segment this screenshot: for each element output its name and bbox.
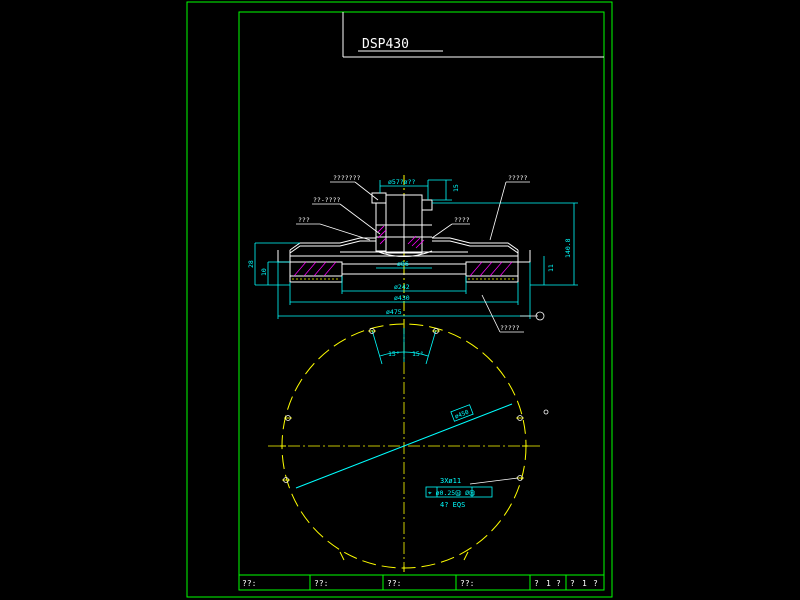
drawing-title: DSP430 [362,37,409,52]
tolerance-frame [425,486,493,498]
label-right-height: 140.8 [564,238,572,258]
label-top-vertical-dim: 15 [452,184,460,192]
title-cell-6: 1 [546,579,551,588]
label-top-left-2: ??-???? [313,196,340,204]
label-diameter-430: ø430 [394,294,410,302]
title-cell-2: ??: [314,579,328,588]
label-top-left-3: ??? [298,216,310,224]
label-diameter-242: ø242 [394,283,410,291]
hole-marker [368,328,376,334]
hole-marker [282,477,290,483]
equal-spacing-label: 4? EQS [440,501,465,509]
hole-marker [516,415,524,421]
hole-marker [543,409,549,415]
section-view: ??????? ??-???? ??? ø57?ø?? 15 ????? ???… [247,174,578,333]
pcd-label: ø450 [454,409,470,421]
hub-hatching [377,225,425,249]
hole-marker [432,328,440,334]
bolt-holes [282,328,549,483]
tick-marks [280,445,528,572]
label-right-height-small: 11 [547,264,555,272]
diaphragm-arc [375,250,433,257]
angle-markings [371,328,437,365]
leader-lines [296,181,545,333]
hole-callout-leader [469,477,519,485]
label-diameter-475: ø475 [386,308,402,316]
label-left-height-outer: 28 [247,260,255,268]
label-top-left-1: ??????? [333,174,360,182]
inner-frame [238,11,605,591]
title-block: DSP430 [342,12,604,58]
hub [371,192,433,254]
label-center-small: ???? [454,216,470,224]
tolerance-frame-text: ⌖ ø0.25Ⓜ ØⓂ [428,489,475,497]
label-bottom-right: ????? [500,324,520,332]
title-cell-7: ? [556,579,561,588]
diameter-line [295,403,513,489]
plate-hatching [293,261,513,277]
angle-right-label: 15° [412,350,424,358]
title-cell-10: ? [593,579,598,588]
label-left-height-inner: 10 [260,268,268,276]
dimension-lines [254,179,578,319]
label-inner-diameter: ø86 [397,260,409,268]
outer-frame [186,1,613,598]
hole-marker [284,415,292,421]
title-cell-8: ? [570,579,575,588]
hole-spec-label: 3Xø11 [440,477,461,485]
label-top-center-dim: ø57?ø?? [388,178,415,186]
bolt-circle-view: ø450 15° 15° [268,322,549,572]
title-cell-9: 1 [582,579,587,588]
section-labels: ??????? ??-???? ??? ø57?ø?? 15 ????? ???… [247,174,572,332]
title-cell-4: ??: [460,579,474,588]
pcd-label-box [450,404,474,422]
title-cell-3: ??: [387,579,401,588]
angle-left-label: 15° [388,350,400,358]
label-right-top: ????? [508,174,528,182]
title-cell-5: ? [534,579,539,588]
title-bar: ??: ??: ??: ??: ? 1 ? ? 1 ? [239,574,604,590]
title-cell-1: ??: [242,579,256,588]
